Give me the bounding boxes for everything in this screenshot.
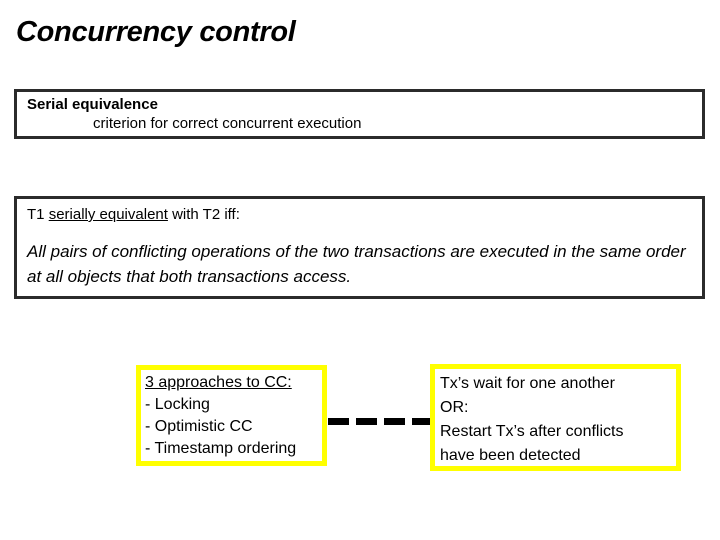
- outcomes-line-detected: have been detected: [440, 447, 581, 464]
- criterion-heading-prefix: T1: [27, 206, 49, 223]
- outcomes-line-restart: Restart Tx’s after conflicts: [440, 423, 624, 440]
- definition-description: criterion for correct concurrent executi…: [93, 115, 362, 132]
- outcomes-line-or: OR:: [440, 399, 469, 416]
- definition-box: Serial equivalence criterion for correct…: [14, 89, 705, 139]
- definition-term: Serial equivalence: [27, 96, 158, 113]
- approaches-content: 3 approaches to CC: - Locking - Optimist…: [145, 372, 320, 460]
- outcomes-content: Tx’s wait for one another OR: Restart Tx…: [440, 372, 674, 468]
- dash-segment: [356, 418, 377, 425]
- criterion-body-text: All pairs of conflicting operations of t…: [27, 242, 686, 286]
- criterion-heading: T1 serially equivalent with T2 iff:: [27, 205, 240, 225]
- criterion-heading-suffix: with T2 iff:: [167, 206, 240, 223]
- approaches-item-optimistic-cc: - Optimistic CC: [145, 418, 253, 435]
- dash-segment: [328, 418, 349, 425]
- dash-segment: [412, 418, 432, 425]
- approaches-item-timestamp-ordering: - Timestamp ordering: [145, 440, 297, 457]
- criterion-box: T1 serially equivalent with T2 iff: All …: [14, 196, 705, 299]
- outcomes-box: Tx’s wait for one another OR: Restart Tx…: [430, 364, 681, 471]
- criterion-heading-underlined-term: serially equivalent: [48, 206, 168, 223]
- dash-segment: [384, 418, 405, 425]
- outcomes-line-wait: Tx’s wait for one another: [440, 375, 615, 392]
- approaches-item-locking: - Locking: [145, 396, 210, 413]
- dashed-connector-line: [328, 418, 432, 425]
- approaches-heading: 3 approaches to CC:: [145, 374, 292, 391]
- page-title: Concurrency control: [16, 16, 296, 48]
- approaches-box: 3 approaches to CC: - Locking - Optimist…: [136, 365, 327, 466]
